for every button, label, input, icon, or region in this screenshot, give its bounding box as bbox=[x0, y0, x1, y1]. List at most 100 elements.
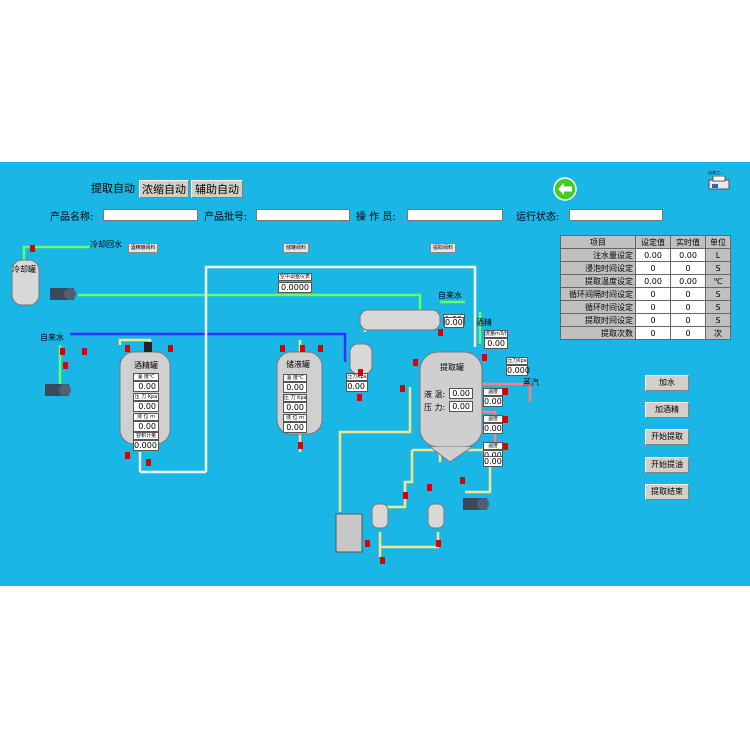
table-row: 提取次数 0 0 次 bbox=[560, 326, 731, 340]
storage-temp-tag: 温 度℃ bbox=[283, 374, 307, 382]
storage-tank-vessel bbox=[276, 351, 323, 435]
set-value-cell[interactable]: 0 bbox=[635, 326, 671, 340]
storage-tank-control-button[interactable]: 储罐阀料 bbox=[283, 243, 309, 253]
table-row: 循环间隔时间设定 0 0 S bbox=[560, 287, 731, 301]
start-oil-button[interactable]: 开始提油 bbox=[645, 457, 689, 473]
batch-no-input[interactable] bbox=[256, 209, 350, 221]
valve-icon[interactable] bbox=[125, 345, 130, 352]
alcohol-flow-value: 0.00 bbox=[484, 338, 508, 349]
valve-icon[interactable] bbox=[82, 348, 87, 355]
cooling-tank-vessel bbox=[11, 259, 40, 306]
product-name-input[interactable] bbox=[103, 209, 198, 221]
alcohol-temp-tag: 温 度℃ bbox=[133, 373, 159, 381]
valve-icon[interactable] bbox=[358, 369, 363, 376]
valve-icon[interactable] bbox=[438, 329, 443, 336]
pump-icon bbox=[50, 288, 76, 300]
valve-icon[interactable] bbox=[380, 557, 385, 564]
table-header: 实时值 bbox=[670, 235, 706, 249]
tab-concentrate-auto[interactable]: 浓缩自动 bbox=[139, 180, 189, 198]
side-value-1: 0.00 bbox=[483, 396, 503, 407]
add-water-button[interactable]: 加水 bbox=[645, 375, 689, 391]
valve-icon[interactable] bbox=[357, 394, 362, 401]
printer-icon[interactable]: 出来工... bbox=[708, 170, 730, 192]
tab-extract-auto[interactable]: 提取自动 bbox=[91, 182, 135, 195]
table-row: 提取时间设定 0 0 S bbox=[560, 313, 731, 327]
valve-icon[interactable] bbox=[436, 540, 441, 547]
alcohol-label: 酒精 bbox=[476, 318, 492, 327]
valve-icon[interactable] bbox=[460, 477, 465, 484]
valve-icon[interactable] bbox=[503, 443, 508, 450]
real-value-cell: 0.00 bbox=[670, 248, 706, 262]
extract-top-tag: 压力Kpa bbox=[506, 357, 528, 365]
valve-icon[interactable] bbox=[413, 359, 418, 366]
extract-pressure-value: 0.00 bbox=[449, 401, 473, 412]
add-alcohol-button[interactable]: 加酒精 bbox=[645, 402, 689, 418]
separator-small-2 bbox=[427, 503, 445, 529]
pipe-steam bbox=[482, 382, 532, 402]
pipe-yellow-mid bbox=[338, 387, 412, 512]
extract-tank-vessel bbox=[419, 351, 483, 463]
pipe-white-top bbox=[204, 265, 477, 472]
alcohol-temp-value: 0.00 bbox=[133, 381, 159, 392]
extract-control-button[interactable]: 提取阀料 bbox=[430, 243, 456, 253]
valve-icon[interactable] bbox=[300, 345, 305, 352]
tap-water-top-label: 自来水 bbox=[438, 291, 462, 300]
run-status-input[interactable] bbox=[569, 209, 663, 221]
small-sensor-value: 0.00 bbox=[444, 317, 464, 328]
valve-icon[interactable] bbox=[318, 345, 323, 352]
cooling-return-label: 冷却回水 bbox=[90, 240, 122, 249]
valve-icon[interactable] bbox=[400, 385, 405, 392]
valve-icon[interactable] bbox=[60, 348, 65, 355]
separator-small-1 bbox=[371, 503, 389, 529]
valve-icon[interactable] bbox=[146, 459, 151, 466]
alcohol-volume-tag: 容积计量 bbox=[133, 432, 159, 440]
storage-pressure-tag: 压 力 Kpa bbox=[283, 394, 307, 402]
alcohol-pressure-value: 0.00 bbox=[133, 401, 159, 412]
valve-icon[interactable] bbox=[298, 442, 303, 449]
valve-icon[interactable] bbox=[403, 492, 408, 499]
valve-icon[interactable] bbox=[503, 416, 508, 423]
valve-icon[interactable] bbox=[427, 484, 432, 491]
filter-box bbox=[335, 513, 363, 553]
operator-input[interactable] bbox=[407, 209, 503, 221]
valve-icon[interactable] bbox=[30, 245, 35, 252]
end-extract-button[interactable]: 提取结束 bbox=[645, 484, 689, 500]
corner-icon-label: 出来工... bbox=[708, 170, 724, 175]
storage-tank-title: 储液罐 bbox=[286, 360, 310, 369]
table-header: 单位 bbox=[705, 235, 731, 249]
valve-icon[interactable] bbox=[125, 452, 130, 459]
extract-tank-title: 提取罐 bbox=[440, 363, 464, 372]
set-value-cell[interactable]: 0 bbox=[635, 300, 671, 314]
side-tag-2: 温度 bbox=[483, 415, 503, 423]
alcohol-pressure-tag: 压 力 Kpa bbox=[133, 393, 159, 401]
side-tag-3: 温度 bbox=[483, 442, 503, 450]
run-status-label: 运行状态: bbox=[516, 212, 560, 223]
hmi-screen: 提取自动 浓缩自动 辅助自动 出来工... 产品名称: 产品批号: 操 作 员:… bbox=[0, 162, 750, 586]
set-value-cell[interactable]: 0 bbox=[635, 313, 671, 327]
valve-icon[interactable] bbox=[280, 345, 285, 352]
table-row: 循环时间设定 0 0 S bbox=[560, 300, 731, 314]
valve-icon[interactable] bbox=[482, 354, 487, 361]
tab-auxiliary-auto[interactable]: 辅助自动 bbox=[191, 180, 243, 198]
side-value-2: 0.00 bbox=[483, 423, 503, 434]
start-extract-button[interactable]: 开始提取 bbox=[645, 429, 689, 445]
set-value-cell[interactable]: 0 bbox=[635, 287, 671, 301]
table-row: 提取温度设定 0.00 0.00 ℃ bbox=[560, 274, 731, 288]
vacuum-value: 0.0000 bbox=[278, 282, 312, 293]
valve-icon[interactable] bbox=[503, 388, 508, 395]
extract-liquid-temp-value: 0.00 bbox=[449, 388, 473, 399]
set-value-cell[interactable]: 0.00 bbox=[635, 274, 671, 288]
set-value-cell[interactable]: 0 bbox=[635, 261, 671, 275]
vacuum-tag: 空中调整仪表 bbox=[278, 273, 312, 281]
valve-icon[interactable] bbox=[63, 362, 68, 369]
alcohol-level-tag: 液 位 m bbox=[133, 413, 159, 421]
back-arrow-icon[interactable] bbox=[553, 177, 577, 201]
alcohol-flow-tag: 流量m3/h bbox=[484, 330, 508, 338]
valve-icon[interactable] bbox=[365, 540, 370, 547]
storage-level-value: 0.00 bbox=[283, 422, 307, 433]
real-value-cell: 0 bbox=[670, 261, 706, 275]
alcohol-tank-control-button[interactable]: 酒精罐阀料 bbox=[128, 243, 158, 253]
valve-icon[interactable] bbox=[168, 345, 173, 352]
side-tag-1: 温度 bbox=[483, 388, 503, 396]
set-value-cell[interactable]: 0.00 bbox=[635, 248, 671, 262]
